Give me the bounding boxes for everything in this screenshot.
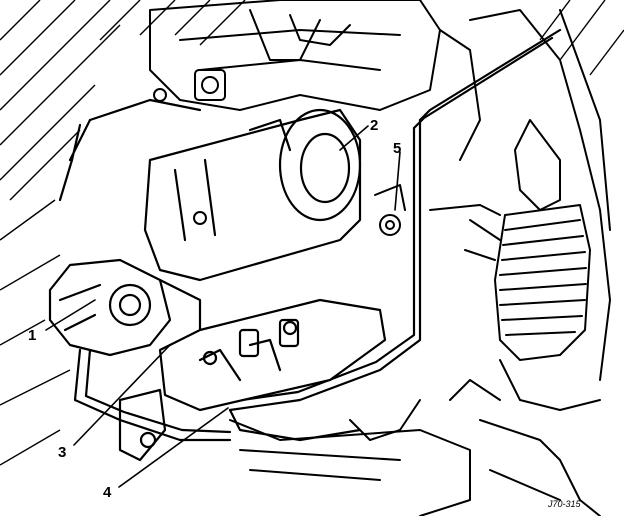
- background-hatching: [0, 0, 624, 466]
- callout-2: 2: [370, 117, 378, 134]
- mounting-bolts: [193, 184, 406, 236]
- hydraulic-modulator: [143, 108, 362, 282]
- pump-motor: [48, 258, 202, 357]
- figure-reference: J70-315: [547, 499, 582, 509]
- callout-1: 1: [28, 327, 36, 344]
- engine-upper-block: [149, 0, 481, 161]
- callout-5: 5: [393, 140, 401, 157]
- valve-block: [118, 298, 387, 462]
- vacuum-hose-assembly: [429, 9, 611, 411]
- callout-labels: 1 2 3 4 5: [28, 117, 401, 501]
- callout-4: 4: [103, 484, 112, 501]
- callout-leaders: [45, 125, 401, 488]
- callout-3: 3: [58, 444, 66, 461]
- lower-subframe: [229, 379, 601, 516]
